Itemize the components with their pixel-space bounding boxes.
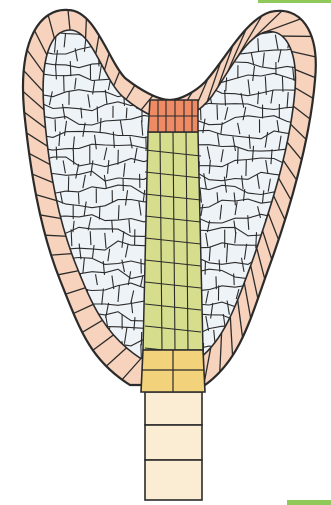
ground-cell-wall — [291, 231, 293, 243]
ground-cell-wall — [287, 317, 288, 331]
ground-cell-wall — [296, 215, 297, 229]
ground-cell-wall — [267, 304, 270, 318]
ground-cell-wall — [282, 299, 284, 316]
ground-cell-wall — [166, 77, 168, 90]
ground-cell-wall — [256, 232, 257, 248]
ground-cell-wall — [141, 344, 142, 359]
ground-cell-wall — [99, 206, 100, 219]
ground-cell-wall — [149, 81, 150, 95]
ground-cell-wall — [180, 77, 183, 90]
ground-cell-wall — [46, 262, 48, 277]
ground-cell-wall — [283, 244, 284, 260]
ground-cell-wall — [186, 38, 187, 47]
ground-cell-wall — [217, 105, 218, 120]
ground-cell-wall — [292, 203, 295, 217]
hypophysis — [141, 350, 205, 392]
ground-cell-wall — [82, 346, 83, 359]
ground-cell-wall — [257, 343, 258, 358]
ground-cell-wall — [90, 231, 91, 245]
ground-cell-wall — [140, 38, 143, 53]
ground-cell-wall — [123, 34, 126, 50]
procambium — [143, 132, 203, 354]
ground-cell-wall — [142, 52, 143, 66]
ground-cell-wall — [97, 106, 98, 122]
ground-cell-wall — [156, 38, 157, 52]
ground-cell-wall — [126, 108, 127, 119]
ground-cell-wall — [295, 361, 298, 373]
ground-cell-wall — [220, 34, 221, 49]
ground-cell-wall — [275, 286, 276, 301]
ground-cell-wall — [261, 327, 262, 344]
ground-cell-wall — [234, 273, 235, 285]
ground-cell-wall — [66, 342, 69, 355]
ground-cell-wall — [192, 65, 195, 81]
ground-cell-wall — [301, 244, 302, 258]
ground-cell-wall — [200, 106, 201, 120]
ground-cell-wall — [55, 343, 56, 356]
epidermis-cell-wall — [86, 19, 87, 39]
ground-cell-wall — [291, 345, 294, 360]
ground-cell-wall — [71, 229, 72, 246]
ground-cell-wall — [68, 315, 69, 329]
ground-cell-wall — [277, 343, 280, 356]
ground-cell-wall — [56, 147, 57, 160]
ground-cell-wall — [61, 329, 62, 342]
ground-cell-wall — [284, 258, 287, 273]
ground-cell-wall — [297, 189, 299, 201]
ground-cell-wall — [132, 66, 134, 80]
suspensor-cell-3 — [145, 460, 202, 500]
ground-cell-wall — [238, 147, 239, 164]
ground-cell-wall — [294, 290, 296, 302]
ground-cell-wall — [78, 193, 79, 205]
apical-cells — [148, 100, 198, 132]
ground-cell-wall — [193, 53, 195, 65]
ground-cell-wall — [275, 361, 278, 370]
ground-cell-wall — [62, 303, 64, 316]
ground-cell-wall — [258, 38, 259, 51]
ground-cell-wall — [70, 61, 71, 76]
ground-cell-wall — [285, 329, 286, 344]
ground-cell-wall — [50, 315, 51, 333]
suspensor-cell-2 — [145, 425, 202, 460]
suspensor-cell-1 — [145, 392, 202, 425]
ground-cell-wall — [118, 205, 119, 219]
ground-cell-wall — [55, 288, 58, 304]
ground-cell-wall — [276, 259, 278, 272]
ground-cell-wall — [152, 62, 154, 79]
ground-cell-wall — [282, 76, 283, 91]
ground-cell-wall — [219, 260, 220, 272]
ground-cell-wall — [258, 357, 261, 372]
ground-cell-wall — [270, 316, 272, 329]
ground-cell-wall — [243, 345, 244, 360]
ground-cell-wall — [73, 361, 76, 371]
ground-cell-wall — [251, 359, 253, 375]
suspensor — [145, 392, 202, 500]
ground-cell-wall — [176, 49, 178, 62]
ground-cell-wall — [214, 50, 216, 66]
ground-cell-wall — [97, 360, 98, 374]
